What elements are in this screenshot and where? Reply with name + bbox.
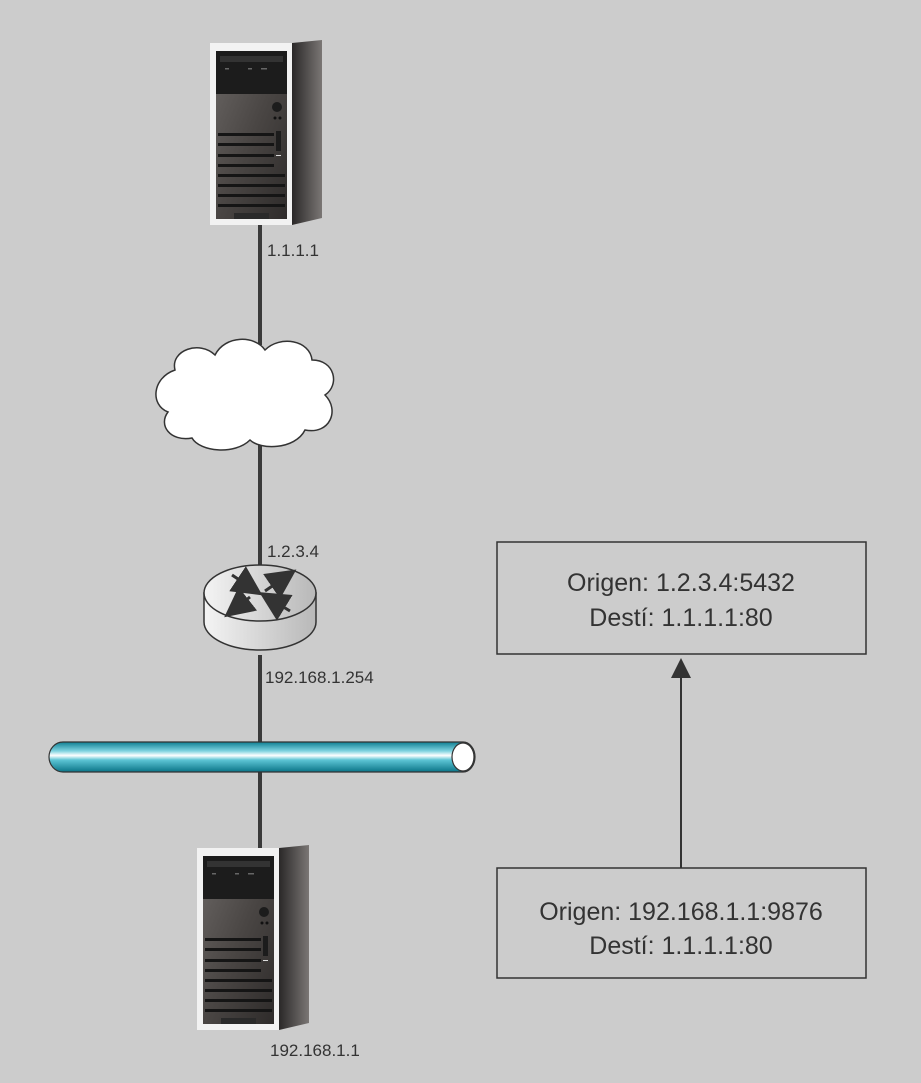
- server-bottom-ip: 192.168.1.1: [270, 1041, 360, 1060]
- original-packet-box: [496, 867, 867, 979]
- server-icon-internet: [210, 40, 322, 225]
- server-icon-lan: [197, 845, 309, 1030]
- translated-packet-box: [496, 541, 867, 655]
- internet-cloud-icon: [155, 338, 335, 451]
- server-top-ip: 1.1.1.1: [267, 241, 319, 260]
- router-wan-ip: 1.2.3.4: [267, 542, 319, 561]
- lan-bus-cable: [48, 741, 476, 773]
- original-destination: Destí: 1.1.1.1:80: [589, 932, 772, 960]
- original-origin: Origen: 192.168.1.1:9876: [539, 898, 823, 926]
- translated-destination: Destí: 1.1.1.1:80: [589, 604, 772, 632]
- router-lan-ip: 192.168.1.254: [265, 668, 374, 687]
- router-icon: [203, 564, 317, 651]
- translated-origin: Origen: 1.2.3.4:5432: [567, 569, 795, 597]
